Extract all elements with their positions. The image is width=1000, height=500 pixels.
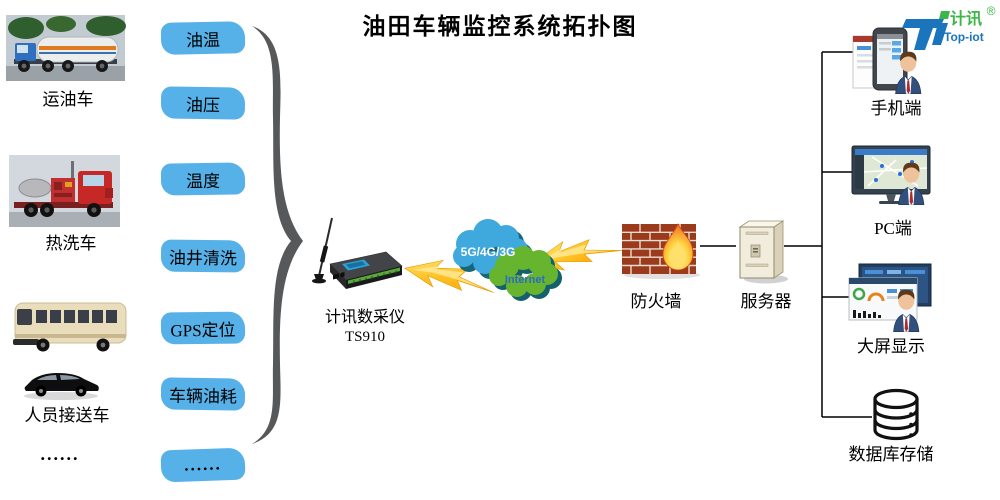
vehicle-more-ellipsis: ...... (40, 444, 80, 464)
client-label-pc: PC端 (874, 219, 912, 238)
server-icon (738, 220, 788, 284)
param-tag-oil-pressure: 油压 (160, 86, 246, 120)
database-icon (873, 388, 919, 441)
param-tag-more: ...... (160, 447, 246, 483)
sedan-image (24, 373, 99, 400)
firewall-label: 防火墙 (630, 292, 682, 311)
client-label-bigscreen: 大屏显示 (857, 337, 925, 356)
param-tag-temperature: 温度 (160, 162, 246, 196)
vehicle-label-shuttle: 人员接送车 (24, 406, 110, 425)
param-tag-fuel: 车辆油耗 (160, 377, 246, 411)
param-tag-oil-temp: 油温 (160, 21, 246, 55)
brace (252, 26, 303, 444)
brand-name-cn: 计讯 (950, 11, 983, 28)
pc-client-icon (851, 145, 931, 206)
hot-wash-truck-image (9, 155, 120, 227)
bus-image (13, 302, 127, 352)
cloud-internet-label: Internet (504, 274, 546, 286)
cloud-icon (453, 219, 562, 301)
param-tag-gps: GPS定位 (160, 311, 246, 345)
cloud-5g-label: 5G/4G/3G (460, 245, 516, 259)
server-label: 服务器 (740, 292, 792, 311)
firewall-icon (622, 223, 700, 279)
client-label-database: 数据库存储 (848, 445, 934, 464)
lightning-bolt-icon (404, 259, 494, 293)
device-name-label: 计讯数采仪 (324, 309, 405, 326)
connector-lines (700, 51, 872, 418)
brand-logo-icon (902, 11, 950, 50)
registered-mark: ® (986, 4, 996, 18)
bigscreen-client-icon (848, 263, 932, 333)
flame-icon (662, 223, 694, 271)
vehicle-label-hotwash: 热洗车 (45, 234, 97, 253)
antenna-icon (312, 217, 333, 284)
client-label-mobile: 手机端 (870, 99, 922, 118)
brand-name-en: Top-iot (944, 30, 984, 44)
device-model-label: TS910 (344, 329, 385, 345)
page-title: 油田车辆监控系统拓扑图 (362, 14, 638, 39)
vehicle-label-tanker: 运油车 (42, 90, 94, 109)
dtu-device-icon (312, 217, 403, 289)
oil-tanker-image (6, 15, 126, 81)
phone-client-icon (852, 27, 922, 95)
param-tag-well-clean: 油井清洗 (160, 239, 246, 273)
